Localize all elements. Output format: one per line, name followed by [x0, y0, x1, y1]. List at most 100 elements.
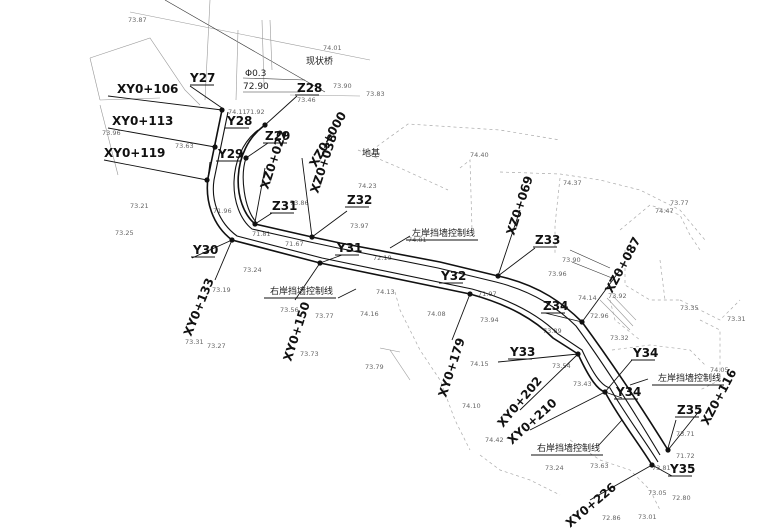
- elevation-text: 74.23: [358, 182, 377, 190]
- elevation-text: 73.96: [102, 129, 121, 137]
- label-y28: Y28: [226, 114, 252, 128]
- elevation-text: 71.96: [213, 207, 232, 215]
- station-xz0-069: XZ0+069: [504, 174, 536, 237]
- station-xz0-087: XZ0+087: [602, 235, 643, 296]
- elevation-text: 73.92: [608, 292, 627, 300]
- left-wall-note-2: 左岸挡墙控制线: [658, 372, 721, 384]
- label-y27: Y27: [189, 71, 215, 85]
- label-y32: Y32: [440, 269, 466, 283]
- elevation-text: 74.05: [710, 366, 729, 374]
- elevation-text: 73.43: [573, 380, 592, 388]
- station-xy0-106: XY0+106: [117, 82, 178, 96]
- label-y34-upper: Y34: [632, 346, 658, 360]
- right-wall-control-line: [206, 109, 653, 466]
- label-z34: Z34: [543, 299, 568, 313]
- pipe-elevation: 72.90: [243, 82, 269, 92]
- elevation-text: 73.24: [545, 464, 564, 472]
- right-wall-control-line-outer: [212, 111, 659, 463]
- elevation-text: 71.72: [676, 452, 695, 460]
- left-wall-note-1: 左岸挡墙控制线: [412, 227, 475, 239]
- label-z33: Z33: [535, 233, 560, 247]
- elevation-text: 74.13: [376, 288, 395, 296]
- label-z35: Z35: [677, 403, 702, 417]
- bridge-note: 现状桥: [306, 55, 333, 67]
- elevation-text: 74.40: [470, 151, 489, 159]
- elevation-text: 71.81: [252, 230, 271, 238]
- elevation-text: 73.46: [297, 96, 316, 104]
- elevation-text: 73.54: [552, 362, 571, 370]
- station-xy0-179: XY0+179: [436, 336, 468, 399]
- right-wall-note-2: 右岸挡墙控制线: [537, 442, 600, 454]
- elevation-text: 73.77: [315, 312, 334, 320]
- label-y35: Y35: [669, 462, 695, 476]
- elevation-text: 71.92: [246, 108, 265, 116]
- elevation-text: 73.97: [350, 222, 369, 230]
- left-wall-inner-curve: [242, 157, 257, 223]
- elevation-readings: 73.87 74.01 73.90 73.83 73.46 74.11 73.9…: [102, 16, 746, 522]
- elevation-text: 73.90: [562, 256, 581, 264]
- elevation-text: 73.71: [676, 430, 695, 438]
- station-xy0-119: XY0+119: [104, 146, 165, 160]
- elevation-text: 74.14: [578, 294, 597, 302]
- label-z32: Z32: [347, 193, 372, 207]
- label-z28: Z28: [297, 81, 322, 95]
- elevation-text: 72.96: [590, 312, 609, 320]
- elevation-text: 73.81: [652, 464, 671, 472]
- elevation-text: 73.24: [243, 266, 262, 274]
- elevation-text: 74.37: [563, 179, 582, 187]
- point-labels: Y27 Y28 Y29 Y30 Y31 Y32 Y33 Y34 Y34 Y35 …: [189, 71, 702, 477]
- station-xy0-226: XY0+226: [563, 480, 619, 530]
- label-y29: Y29: [217, 147, 243, 161]
- elevation-text: 73.31: [727, 315, 746, 323]
- elevation-text: 73.21: [130, 202, 149, 210]
- elevation-text: 71.67: [285, 240, 304, 248]
- elevation-text: 73.77: [670, 199, 689, 207]
- label-y31: Y31: [336, 241, 362, 255]
- pipe-note: Φ0.3: [245, 69, 266, 79]
- elevation-text: 73.79: [365, 363, 384, 371]
- station-xy0-133: XY0+133: [181, 276, 217, 338]
- elevation-text: 72.86: [602, 514, 621, 522]
- annotations: 现状桥 Φ0.3 72.90 地基 左岸挡墙控制线 右岸挡墙控制线 左岸挡墙控制…: [243, 55, 724, 456]
- elevation-text: 73.63: [175, 142, 194, 150]
- station-xz0-022: XZ0+022: [258, 128, 290, 191]
- field-note: 地基: [362, 147, 380, 159]
- elevation-text: 74.11: [228, 108, 247, 116]
- elevation-text: 73.83: [366, 90, 385, 98]
- elevation-text: 73.87: [128, 16, 147, 24]
- elevation-text: 73.32: [610, 334, 629, 342]
- elevation-text: 74.47: [655, 207, 674, 215]
- elevation-text: 73.94: [480, 316, 499, 324]
- right-wall-note-1: 右岸挡墙控制线: [270, 285, 333, 297]
- elevation-text: 73.89: [543, 327, 562, 335]
- elevation-text: 73.90: [333, 82, 352, 90]
- elevation-text: 73.56: [280, 306, 299, 314]
- station-labels: XY0+106 XY0+113 XY0+119 XY0+133 XY0+150 …: [104, 82, 739, 530]
- left-wall-control-line: [237, 124, 669, 451]
- label-y30: Y30: [192, 243, 218, 257]
- elevation-text: 74.10: [462, 402, 481, 410]
- elevation-text: 72.19: [373, 254, 392, 262]
- label-y33: Y33: [509, 345, 535, 359]
- channel-alignment: [206, 109, 669, 466]
- elevation-text: 73.86: [290, 199, 309, 207]
- elevation-text: 74.15: [470, 360, 489, 368]
- elevation-text: 73.96: [548, 270, 567, 278]
- elevation-text: 73.73: [300, 350, 319, 358]
- elevation-text: 73.05: [648, 489, 667, 497]
- label-z29: Z29: [265, 129, 290, 143]
- survey-background: [89, 0, 741, 511]
- elevation-text: 73.01: [638, 513, 657, 521]
- station-xy0-113: XY0+113: [112, 114, 173, 128]
- left-wall-control-line-outer: [233, 129, 661, 456]
- elevation-text: 72.80: [672, 494, 691, 502]
- elevation-text: 74.01: [323, 44, 342, 52]
- elevation-text: 73.31: [185, 338, 204, 346]
- elevation-text: 73.25: [115, 229, 134, 237]
- elevation-text: 74.42: [485, 436, 504, 444]
- elevation-text: 73.27: [207, 342, 226, 350]
- label-y34-lower: Y34: [615, 385, 641, 399]
- elevation-text: 74.16: [360, 310, 379, 318]
- elevation-text: 73.19: [212, 286, 231, 294]
